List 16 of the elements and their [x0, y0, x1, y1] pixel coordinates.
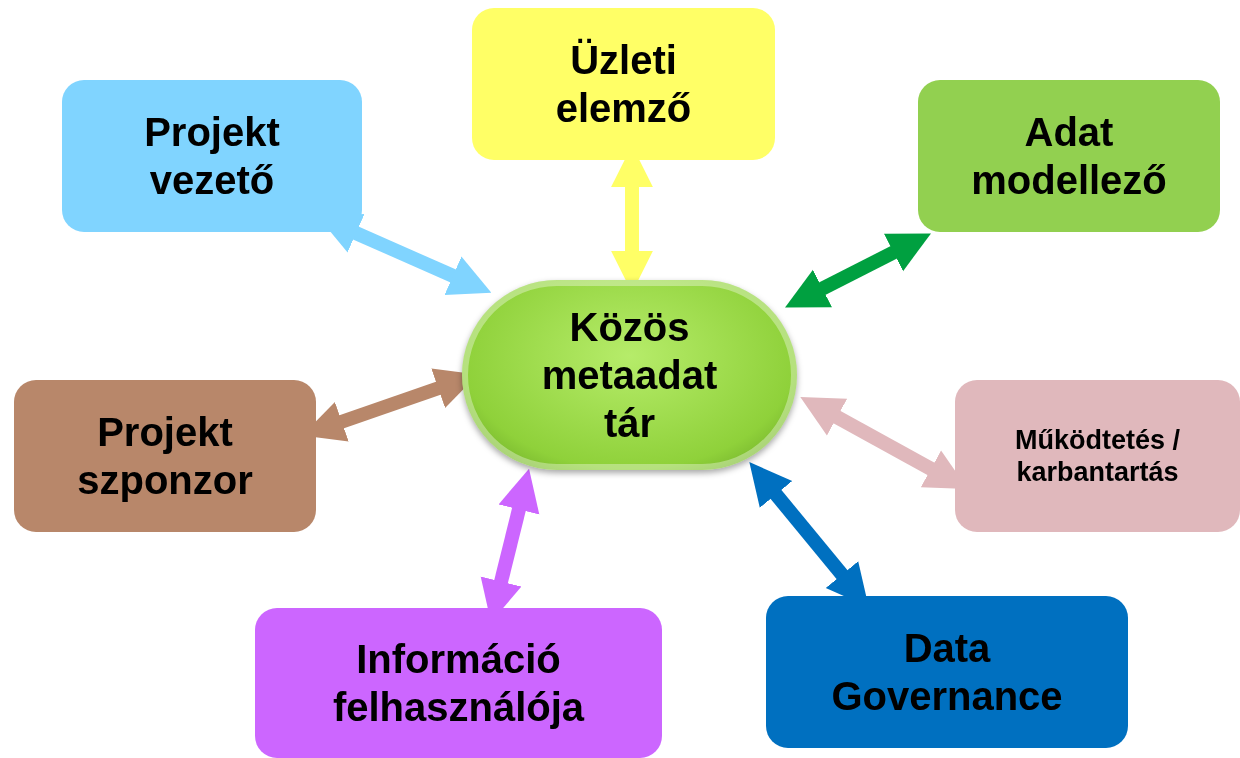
role-box — [14, 380, 316, 532]
role-label: Információ felhasználója — [331, 636, 586, 731]
role-label: Üzleti elemző — [554, 37, 693, 132]
role-label: Projekt vezető — [143, 109, 281, 204]
role-box — [472, 8, 775, 160]
role-label: Adat modellező — [970, 109, 1168, 204]
double-arrow — [785, 233, 931, 308]
role-box — [62, 80, 362, 232]
role-label: Data Governance — [830, 625, 1064, 720]
role-label: Működtetés / karbantartás — [1014, 423, 1181, 489]
role-label: Projekt szponzor — [76, 409, 254, 504]
role-box — [918, 80, 1220, 232]
role-box — [766, 596, 1128, 748]
role-box — [955, 380, 1240, 532]
role-box — [255, 608, 662, 758]
role-label: Közös metaadat tár — [540, 304, 719, 447]
